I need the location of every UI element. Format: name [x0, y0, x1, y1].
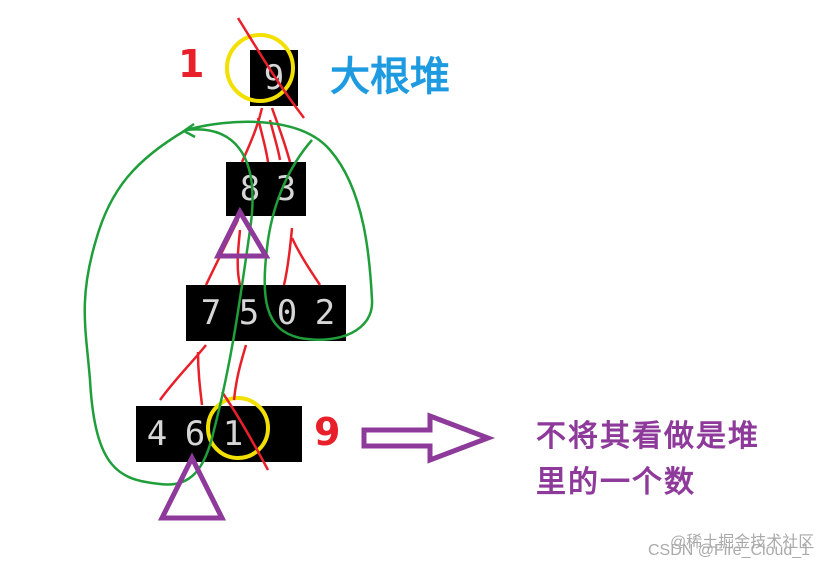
- note-line-2: 里的一个数: [536, 465, 696, 500]
- note-text: 不将其看做是堆 里的一个数: [536, 414, 760, 506]
- red-strike-last: [220, 391, 270, 471]
- heap-level-2: 8 3: [226, 162, 306, 216]
- root-marker-number: 1: [178, 42, 205, 86]
- heap-node: 0: [276, 293, 298, 333]
- last-marker-number: 9: [314, 410, 341, 454]
- watermark-csdn: CSDN @Fire_Cloud_1: [648, 542, 811, 559]
- heap-node: 1: [222, 414, 244, 454]
- heap-level-4: 4 6 1: [136, 406, 302, 462]
- purple-arrow: [361, 412, 496, 464]
- heap-node: 6: [184, 414, 206, 454]
- heap-title: 大根堆: [330, 54, 450, 100]
- purple-triangle-upper: [213, 206, 271, 259]
- green-arrowhead: [181, 122, 196, 139]
- purple-triangle-lower: [157, 452, 227, 521]
- yellow-circle-last: [206, 396, 270, 460]
- watermark-juejin: @稀土掘金技术社区: [670, 534, 815, 551]
- heap-node: 4: [146, 414, 168, 454]
- note-line-1: 不将其看做是堆: [536, 419, 760, 454]
- heap-node: 5: [238, 293, 260, 333]
- heap-node: 2: [314, 293, 336, 333]
- heap-node: 7: [200, 293, 222, 333]
- yellow-circle-root: [225, 33, 295, 103]
- heap-node: 8: [239, 169, 261, 209]
- red-strike-root: [236, 17, 305, 119]
- heap-node: 3: [275, 169, 297, 209]
